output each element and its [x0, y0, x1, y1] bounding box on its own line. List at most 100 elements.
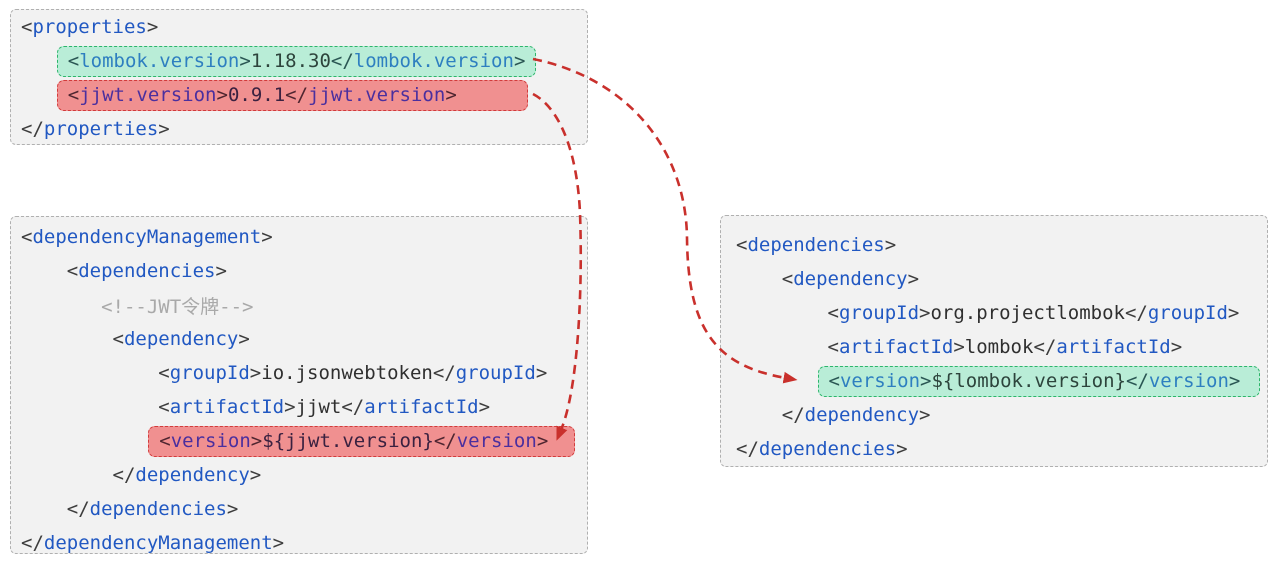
- code-line: <dependencyManagement>: [21, 220, 587, 254]
- xml-bracket: >: [146, 16, 159, 38]
- xml-bracket: <: [67, 84, 80, 106]
- code-line: <jjwt.version>0.9.1</jjwt.version>: [21, 78, 587, 112]
- xml-bracket: >: [535, 362, 548, 384]
- xml-value: 0.9.1: [227, 84, 286, 106]
- xml-tag-name: groupId: [1147, 302, 1228, 324]
- xml-tag-name: dependency: [804, 404, 920, 426]
- xml-bracket: <: [827, 336, 839, 358]
- highlight-lombok.version: <lombok.version>1.18.30</lombok.version>: [56, 45, 537, 77]
- highlight-version: <version>${lombok.version}</version>: [817, 365, 1260, 397]
- xml-bracket: >: [1228, 370, 1241, 392]
- xml-bracket: </: [66, 498, 90, 520]
- xml-bracket: >: [884, 234, 897, 256]
- xml-tag-name: jjwt.version: [79, 84, 217, 106]
- xml-bracket: </: [341, 396, 365, 418]
- xml-bracket: >: [261, 226, 273, 248]
- xml-value: ${lombok.version}: [931, 370, 1126, 392]
- xml-bracket: <: [21, 226, 33, 248]
- xml-bracket: </: [1033, 336, 1057, 358]
- xml-bracket: <: [112, 328, 124, 350]
- xml-tag-name: dependency: [793, 268, 908, 290]
- xml-tag-name: artifactId: [364, 396, 479, 418]
- xml-tag-name: artifactId: [838, 336, 954, 358]
- xml-bracket: </: [285, 84, 309, 106]
- xml-bracket: >: [272, 532, 285, 554]
- xml-bracket: <: [159, 430, 171, 452]
- xml-bracket: <: [827, 302, 839, 324]
- xml-bracket: </: [432, 362, 456, 384]
- xml-bracket: </: [433, 430, 457, 452]
- xml-bracket: </: [21, 532, 44, 554]
- xml-value: 1.18.30: [250, 50, 331, 72]
- xml-bracket: <: [158, 362, 170, 384]
- xml-tag-name: properties: [32, 16, 147, 38]
- xml-bracket: </: [112, 464, 136, 486]
- xml-tag-name: version: [1148, 370, 1229, 392]
- code-line: <dependency>: [21, 322, 587, 356]
- code-line: <groupId>org.projectlombok</groupId>: [736, 296, 1267, 330]
- xml-bracket: >: [215, 260, 227, 282]
- xml-bracket: </: [1125, 370, 1149, 392]
- xml-bracket: </: [736, 438, 759, 460]
- xml-bracket: >: [284, 396, 296, 418]
- code-panel-dependency-management: <dependencyManagement><dependencies><!--…: [10, 216, 588, 554]
- xml-value: io.jsonwebtoken: [261, 362, 433, 384]
- xml-bracket: <: [158, 396, 170, 418]
- xml-bracket: >: [238, 328, 250, 350]
- code-line: </properties>: [21, 112, 587, 144]
- xml-bracket: <: [828, 370, 840, 392]
- xml-tag-name: dependencyManagement: [32, 226, 262, 248]
- highlight-version: <version>${jjwt.version}</version>: [148, 425, 576, 457]
- xml-value: ${jjwt.version}: [262, 430, 434, 452]
- code-line: <groupId>io.jsonwebtoken</groupId>: [21, 356, 587, 390]
- xml-bracket: >: [249, 464, 262, 486]
- xml-bracket: >: [250, 430, 263, 452]
- xml-tag-name: properties: [43, 118, 159, 140]
- xml-tag-name: lombok.version: [353, 50, 514, 72]
- code-line: <lombok.version>1.18.30</lombok.version>: [21, 44, 587, 78]
- code-line: <properties>: [21, 10, 587, 44]
- xml-bracket: >: [1170, 336, 1183, 358]
- xml-bracket: </: [1124, 302, 1148, 324]
- xml-bracket: >: [158, 118, 170, 140]
- xml-tag-name: dependencies: [78, 260, 216, 282]
- xml-bracket: >: [216, 84, 228, 106]
- code-line: </dependency>: [21, 458, 587, 492]
- code-panel-dependencies: <dependencies><dependency><groupId>org.p…: [720, 215, 1268, 467]
- xml-comment: <!--JWT令牌-->: [101, 295, 254, 318]
- xml-tag-name: dependencies: [758, 438, 897, 460]
- xml-tag-name: dependency: [135, 464, 250, 486]
- code-line: <version>${jjwt.version}</version>: [21, 424, 587, 458]
- xml-bracket: >: [536, 430, 549, 452]
- xml-tag-name: groupId: [455, 362, 536, 384]
- xml-tag-name: groupId: [838, 302, 920, 324]
- xml-bracket: </: [330, 50, 354, 72]
- xml-bracket: >: [239, 50, 251, 72]
- xml-value: lombok: [964, 336, 1034, 358]
- xml-bracket: >: [1227, 302, 1240, 324]
- xml-tag-name: lombok.version: [79, 50, 240, 72]
- xml-bracket: >: [249, 362, 262, 384]
- code-line: <dependency>: [736, 262, 1267, 296]
- code-line: <!--JWT令牌-->: [21, 288, 587, 322]
- xml-tag-name: dependencies: [89, 498, 227, 520]
- xml-tag-name: version: [839, 370, 921, 392]
- code-line: </dependency>: [736, 398, 1267, 432]
- xml-bracket: >: [478, 396, 491, 418]
- xml-tag-name: version: [170, 430, 251, 452]
- code-line: <artifactId>lombok</artifactId>: [736, 330, 1267, 364]
- code-panel-properties: <properties><lombok.version>1.18.30</lom…: [10, 9, 588, 145]
- code-line: </dependencies>: [736, 432, 1267, 466]
- code-line: <dependencies>: [736, 228, 1267, 262]
- xml-tag-name: dependency: [123, 328, 239, 350]
- code-line: <artifactId>jjwt</artifactId>: [21, 390, 587, 424]
- xml-bracket: <: [66, 260, 79, 282]
- xml-value: jjwt: [295, 396, 342, 418]
- xml-bracket: </: [21, 118, 44, 140]
- xml-tag-name: version: [456, 430, 537, 452]
- xml-tag-name: artifactId: [1056, 336, 1171, 358]
- xml-tag-name: groupId: [169, 362, 250, 384]
- highlight-jjwt.version: <jjwt.version>0.9.1</jjwt.version>: [56, 79, 528, 111]
- xml-bracket: >: [919, 302, 931, 324]
- xml-bracket: >: [445, 84, 457, 106]
